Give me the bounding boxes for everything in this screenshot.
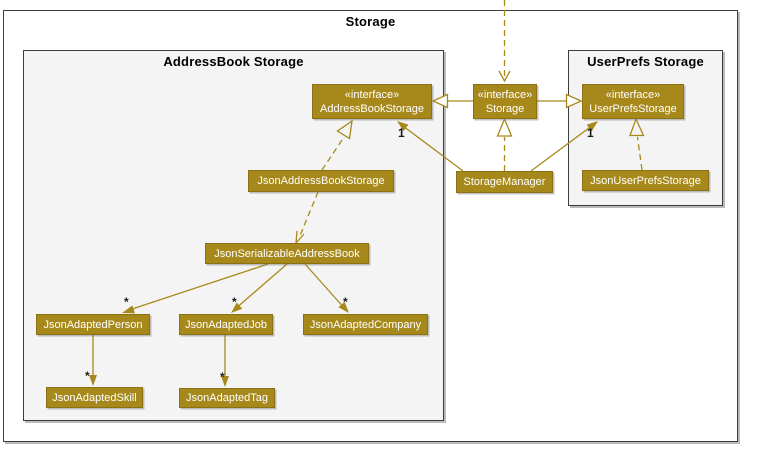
interface-userprefsstorage: «interface» UserPrefsStorage [582, 84, 684, 119]
class-label: JsonAdaptedCompany [309, 318, 422, 331]
class-label: JsonAdaptedTag [186, 392, 268, 404]
class-label: JsonAddressBookStorage [257, 175, 385, 187]
class-jsonuserprefsstorage: JsonUserPrefsStorage [582, 170, 709, 191]
class-jsonaddressbookstorage: JsonAddressBookStorage [248, 170, 394, 192]
stereotype-label: «interface» [344, 88, 400, 101]
class-label: JsonAdaptedSkill [52, 391, 137, 404]
class-jsonadaptedcompany: JsonAdaptedCompany [303, 314, 428, 335]
class-jsonadaptedperson: JsonAdaptedPerson [36, 314, 150, 335]
interface-addressbookstorage: «interface» AddressBookStorage [312, 84, 432, 119]
stereotype-label: «interface» [605, 88, 661, 101]
frame-addressbook-storage-title: AddressBook Storage [163, 54, 304, 69]
class-jsonadaptedtag: JsonAdaptedTag [179, 388, 275, 408]
class-label: JsonAdaptedJob [185, 318, 267, 331]
class-label: Storage [485, 102, 525, 115]
frame-userprefs-storage-title: UserPrefs Storage [587, 54, 704, 69]
class-label: JsonSerializableAddressBook [214, 247, 360, 260]
class-jsonserializableaddressbook: JsonSerializableAddressBook [205, 243, 369, 264]
class-label: UserPrefsStorage [589, 102, 677, 115]
frame-storage-title: Storage [345, 14, 396, 29]
class-label: JsonUserPrefsStorage [590, 174, 701, 187]
class-jsonadaptedjob: JsonAdaptedJob [179, 314, 273, 335]
stereotype-label: «interface» [477, 88, 533, 101]
class-label: AddressBookStorage [320, 102, 424, 115]
interface-storage: «interface» Storage [473, 84, 537, 119]
class-jsonadaptedskill: JsonAdaptedSkill [46, 387, 143, 408]
class-label: StorageManager [463, 176, 546, 188]
class-label: JsonAdaptedPerson [43, 318, 143, 331]
class-storagemanager: StorageManager [456, 171, 553, 193]
